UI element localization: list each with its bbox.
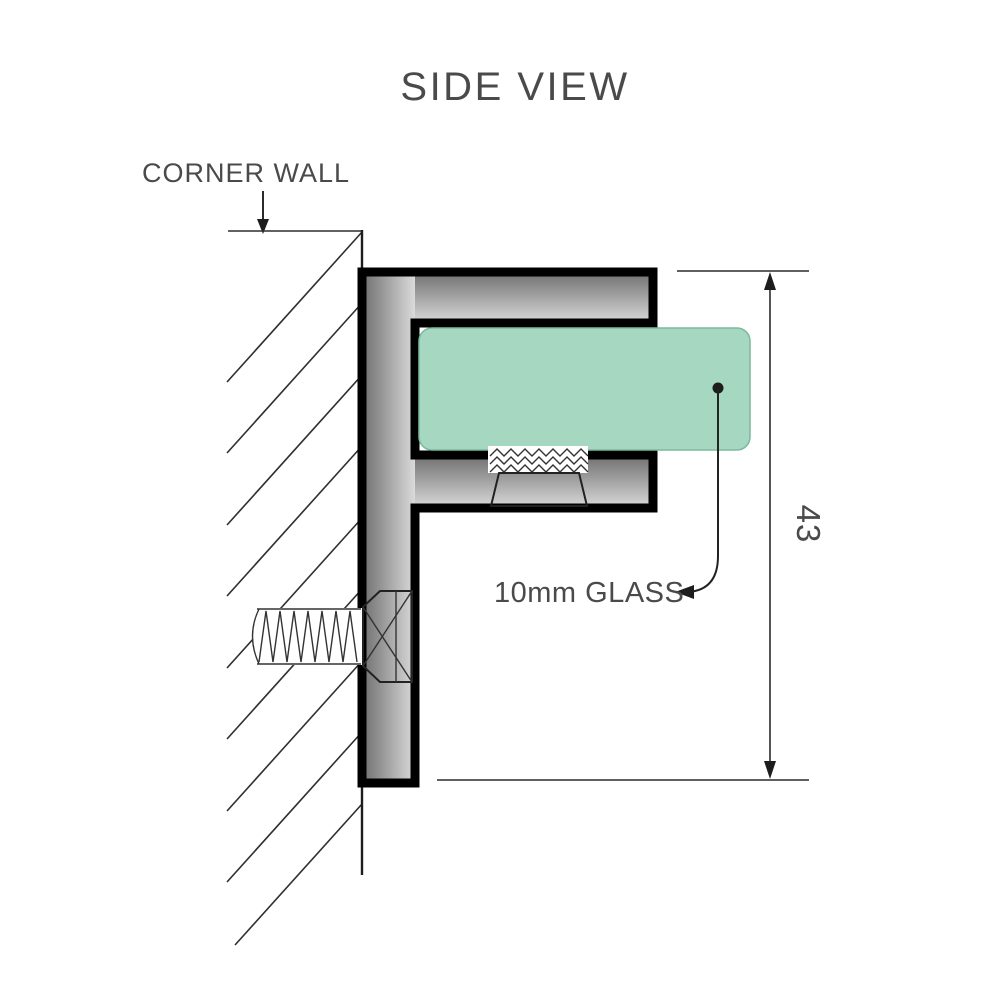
glass-leader-arrow [675, 585, 694, 599]
grub-screw [488, 446, 589, 507]
mounting-screw [251, 590, 413, 683]
glass-callout: 10mm GLASS [494, 382, 724, 609]
wall-hatching [226, 230, 363, 946]
bracket-spine [362, 272, 415, 783]
screw-threads [258, 610, 358, 663]
corner-wall-label: CORNER WALL [142, 158, 350, 188]
diagram-title: SIDE VIEW [400, 65, 629, 109]
dimension-43: 43 [437, 270, 827, 781]
bracket-outline [357, 267, 658, 788]
corner-wall-arrow [257, 191, 269, 234]
dimension-label: 43 [790, 505, 827, 544]
glass-panel [418, 327, 751, 451]
dimension-arrow-bottom [764, 761, 776, 779]
dimension-arrow-top [764, 272, 776, 290]
glass-label: 10mm GLASS [494, 577, 684, 609]
